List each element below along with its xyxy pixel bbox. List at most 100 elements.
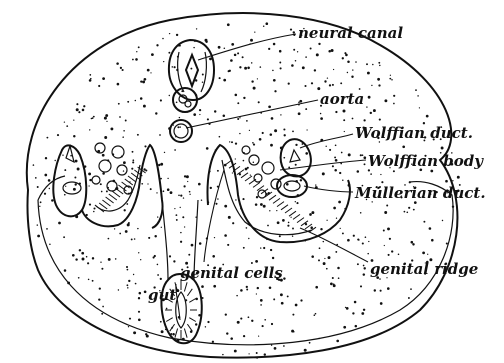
stipple-dot	[93, 211, 95, 213]
stipple-dot	[411, 241, 414, 244]
stipple-dot	[144, 78, 147, 81]
stipple-dot	[324, 258, 325, 259]
stipple-dot	[199, 114, 200, 115]
left-genital-ridge	[82, 145, 163, 228]
stipple-dot	[256, 196, 258, 198]
stipple-dot	[110, 127, 113, 130]
stipple-dot	[135, 283, 137, 285]
stipple-dot	[224, 48, 226, 50]
stipple-dot	[282, 219, 285, 222]
stipple-dot	[125, 120, 127, 122]
stipple-dot	[316, 53, 319, 56]
stipple-dot	[144, 145, 146, 147]
stipple-dot	[193, 113, 196, 116]
stipple-dot	[63, 236, 65, 238]
stipple-dot	[76, 103, 78, 105]
stipple-dot	[162, 38, 164, 40]
leader-mullerian-duct	[304, 186, 353, 192]
stipple-dot	[235, 142, 237, 144]
stipple-dot	[86, 256, 88, 258]
stipple-dot	[272, 257, 274, 259]
stipple-dot	[242, 56, 244, 58]
stipple-dot	[311, 82, 313, 84]
stipple-dot	[148, 237, 150, 239]
stipple-dot	[217, 198, 219, 200]
stipple-dot	[151, 53, 154, 56]
epithelial-cell-line	[187, 324, 192, 331]
stipple-dot	[371, 85, 372, 86]
stipple-dot	[320, 117, 323, 120]
stipple-dot	[205, 39, 208, 42]
stipple-dot	[265, 22, 268, 25]
stipple-dot	[263, 247, 265, 249]
stipple-dot	[240, 289, 243, 292]
stipple-dot	[254, 31, 255, 32]
stipple-dot	[347, 72, 348, 73]
stipple-dot	[199, 109, 201, 111]
stipple-dot	[155, 112, 157, 114]
stipple-dot	[240, 318, 242, 320]
stipple-dot	[89, 204, 91, 206]
stipple-dot	[360, 154, 362, 156]
stipple-dot	[83, 105, 85, 107]
stipple-dot	[105, 114, 108, 117]
stipple-dot	[35, 177, 37, 179]
stipple-dot	[222, 354, 223, 355]
label-wolffian-duct: Wolffian duct.	[355, 124, 473, 142]
stipple-dot	[230, 337, 233, 340]
stipple-dot	[334, 156, 336, 158]
stipple-dot	[235, 199, 236, 200]
stipple-dot	[290, 29, 292, 31]
epithelial-cell-line	[175, 329, 178, 338]
stipple-dot	[442, 220, 443, 221]
stipple-dot	[305, 152, 308, 155]
stipple-dot	[299, 100, 302, 103]
stipple-dot	[39, 206, 40, 207]
stipple-dot	[295, 201, 296, 202]
stipple-dot	[363, 267, 365, 269]
stipple-dot	[452, 180, 453, 181]
stipple-dot	[65, 186, 66, 187]
stipple-dot	[348, 153, 351, 156]
stipple-dot	[273, 298, 275, 300]
stipple-dot	[180, 232, 181, 233]
stipple-dot	[445, 180, 448, 183]
stipple-dot	[224, 205, 227, 208]
stipple-dot	[156, 44, 158, 46]
stipple-dot	[256, 293, 257, 294]
stipple-dot	[229, 141, 230, 142]
epithelial-cell-line	[285, 208, 292, 213]
stipple-dot	[389, 238, 391, 240]
stipple-dot	[295, 304, 298, 307]
stipple-dot	[274, 347, 277, 350]
stipple-dot	[176, 101, 178, 103]
stipple-dot	[388, 254, 390, 256]
stipple-dot	[136, 51, 137, 52]
stipple-dot	[102, 172, 105, 175]
stipple-dot	[318, 43, 320, 45]
stipple-dot	[213, 285, 216, 288]
stipple-dot	[132, 151, 134, 153]
stipple-dot	[296, 202, 298, 204]
stipple-dot	[357, 239, 359, 241]
stipple-dot	[189, 194, 190, 195]
stipple-dot	[302, 66, 305, 69]
stipple-dot	[158, 164, 160, 166]
stipple-dot	[138, 318, 141, 321]
stipple-dot	[340, 82, 342, 84]
stipple-dot	[378, 84, 380, 86]
stipple-dot	[318, 259, 320, 261]
stipple-dot	[33, 164, 35, 166]
stipple-dot	[305, 108, 307, 110]
stipple-dot	[193, 47, 194, 48]
stipple-dot	[362, 242, 364, 244]
stipple-dot	[333, 69, 334, 70]
stipple-dot	[343, 326, 346, 329]
stipple-dot	[360, 212, 362, 214]
stipple-dot	[248, 353, 249, 354]
stipple-dot	[138, 297, 140, 299]
stipple-dot	[305, 56, 307, 58]
stipple-dot	[89, 179, 91, 181]
stipple-dot	[377, 78, 380, 81]
